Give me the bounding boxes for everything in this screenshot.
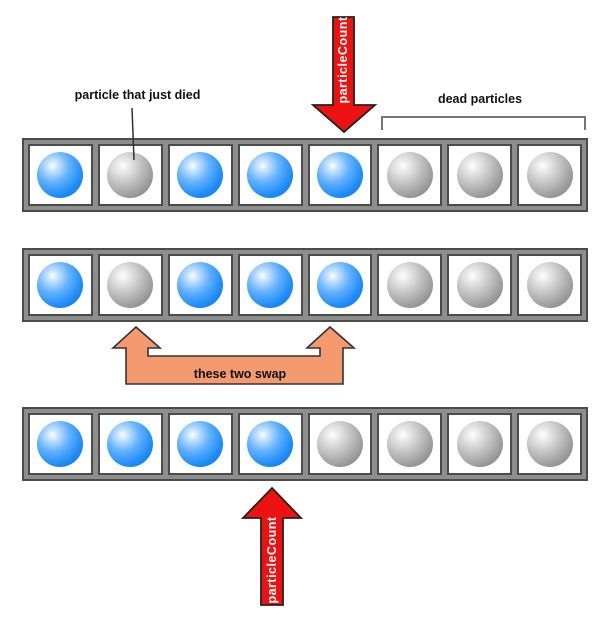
dead-particle: [386, 152, 433, 198]
particle-count-label-top: particleCount: [336, 16, 350, 103]
array-cell: [377, 144, 443, 206]
dead-particle: [107, 262, 154, 308]
array-cell: [377, 413, 443, 475]
dead-particle: [316, 421, 363, 467]
dead-particle: [456, 152, 503, 198]
alive-particle: [177, 421, 224, 467]
alive-particle: [37, 421, 84, 467]
dead-particle: [526, 262, 573, 308]
particle-count-label-bottom: particleCount: [265, 516, 279, 603]
array-cell: [377, 254, 443, 316]
particle-array-row-top: [22, 138, 588, 212]
label-dead-particles: dead particles: [437, 92, 523, 106]
array-cell: [167, 144, 233, 206]
particle-array-row-bottom: [22, 407, 588, 481]
array-cell: [167, 254, 233, 316]
dead-particle: [526, 152, 573, 198]
array-cell: [28, 254, 93, 316]
dead-particle: [526, 421, 573, 467]
alive-particle: [316, 262, 363, 308]
array-cell: [447, 144, 513, 206]
array-cell: [517, 413, 582, 475]
array-cell: [97, 254, 163, 316]
array-cell: [97, 144, 163, 206]
leader-line-died-particle: [131, 107, 135, 161]
array-cell: [237, 254, 303, 316]
alive-particle: [177, 262, 224, 308]
dead-particle: [107, 152, 154, 198]
dead-particle: [456, 262, 503, 308]
particle-array-row-middle: [22, 248, 588, 322]
array-cell: [237, 413, 303, 475]
array-cell: [517, 254, 582, 316]
array-cell: [517, 144, 582, 206]
alive-particle: [177, 152, 224, 198]
array-cell: [447, 413, 513, 475]
alive-particle: [247, 152, 294, 198]
swap-label: these two swap: [194, 367, 287, 381]
array-cell: [307, 413, 373, 475]
dead-particle: [386, 421, 433, 467]
label-particle-that-just-died: particle that just died: [74, 88, 201, 102]
swap-double-arrow: [110, 325, 357, 385]
array-cell: [307, 144, 373, 206]
alive-particle: [316, 152, 363, 198]
alive-particle: [247, 421, 294, 467]
particle-count-arrow-up: [240, 486, 304, 606]
array-cell: [447, 254, 513, 316]
particle-count-arrow-down: [310, 16, 378, 134]
array-cell: [28, 413, 93, 475]
alive-particle: [107, 421, 154, 467]
dead-particle: [456, 421, 503, 467]
alive-particle: [247, 262, 294, 308]
alive-particle: [37, 262, 84, 308]
alive-particle: [37, 152, 84, 198]
array-cell: [97, 413, 163, 475]
dead-particles-bracket: [381, 116, 586, 130]
array-cell: [167, 413, 233, 475]
dead-particle: [386, 262, 433, 308]
array-cell: [28, 144, 93, 206]
array-cell: [237, 144, 303, 206]
array-cell: [307, 254, 373, 316]
